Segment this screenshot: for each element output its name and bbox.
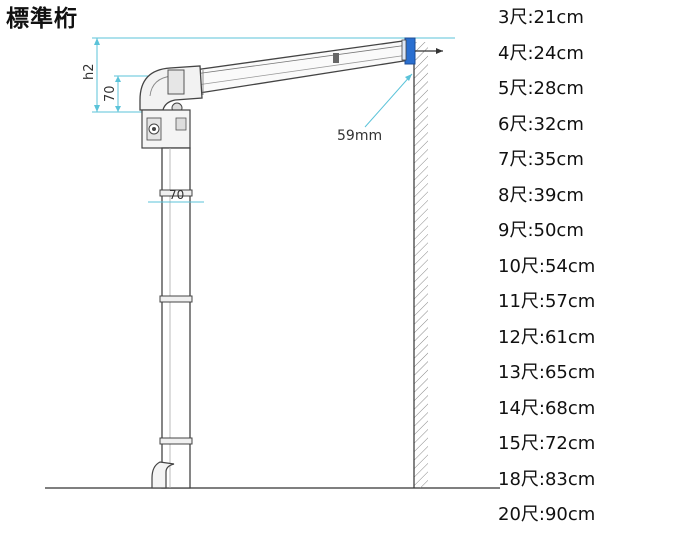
size-value: 54cm: [544, 255, 596, 277]
size-row: 18尺:83cm: [498, 467, 595, 503]
size-row: 8尺:39cm: [498, 183, 595, 219]
size-label: 3尺: [498, 7, 528, 28]
offset-59-dimension: [364, 73, 413, 128]
size-label: 5尺: [498, 78, 528, 99]
page-title: 標準桁: [6, 6, 78, 32]
size-label: 11尺: [498, 291, 539, 312]
size-value: 68cm: [544, 397, 596, 419]
separator: :: [527, 220, 534, 241]
size-label: 9尺: [498, 220, 528, 241]
size-label: 7尺: [498, 149, 528, 170]
size-value: 24cm: [533, 42, 584, 64]
separator: :: [538, 255, 545, 277]
size-value: 21cm: [533, 7, 584, 28]
size-label: 10尺: [498, 255, 539, 277]
size-value: 72cm: [544, 433, 596, 454]
size-row: 13尺:65cm: [498, 360, 595, 396]
size-value: 32cm: [533, 113, 584, 135]
pipe-width-label: 70: [169, 188, 184, 202]
size-value: 83cm: [544, 468, 596, 490]
size-row: 15尺:72cm: [498, 431, 595, 467]
size-row: 12尺:61cm: [498, 325, 595, 361]
h2-label: h2: [82, 63, 97, 80]
size-label: 14尺: [498, 397, 539, 419]
separator: :: [527, 149, 534, 170]
size-row: 10尺:54cm: [498, 254, 595, 290]
size-row: 20尺:90cm: [498, 502, 595, 538]
size-label: 13尺: [498, 362, 539, 383]
size-value: 90cm: [544, 504, 596, 525]
size-value: 65cm: [544, 362, 596, 383]
size-value: 61cm: [544, 326, 596, 348]
size-row: 4尺:24cm: [498, 41, 595, 77]
size-row: 9尺:50cm: [498, 218, 595, 254]
height-70-dimension: [114, 75, 150, 112]
size-label: 8尺: [498, 184, 528, 206]
size-value: 50cm: [533, 220, 584, 241]
separator: :: [527, 42, 534, 64]
height-70-label: 70: [103, 85, 118, 102]
elbow-joint: [139, 65, 203, 114]
size-row: 11尺:57cm: [498, 289, 595, 325]
separator: :: [538, 468, 545, 490]
downpipe: [151, 147, 193, 489]
separator: :: [527, 184, 534, 206]
wall-bracket: [401, 37, 443, 65]
size-row: 6尺:32cm: [498, 112, 595, 148]
size-value: 35cm: [533, 149, 584, 170]
size-value: 39cm: [533, 184, 584, 206]
size-value: 28cm: [533, 78, 584, 99]
size-row: 5尺:28cm: [498, 76, 595, 112]
size-label: 4尺: [498, 42, 528, 64]
separator: :: [527, 78, 534, 99]
wall: [413, 42, 428, 488]
size-label: 20尺: [498, 504, 539, 525]
post-bracket: [141, 109, 191, 149]
separator: :: [538, 504, 545, 525]
size-row: 7尺:35cm: [498, 147, 595, 183]
separator: :: [527, 113, 534, 135]
size-value: 57cm: [544, 291, 596, 312]
separator: :: [527, 7, 534, 28]
gutter-beam: [179, 39, 411, 97]
separator: :: [538, 397, 545, 419]
separator: :: [538, 326, 545, 348]
size-label: 18尺: [498, 468, 539, 490]
size-row: 3尺:21cm: [498, 5, 595, 41]
separator: :: [538, 291, 545, 312]
size-label: 12尺: [498, 326, 539, 348]
separator: :: [538, 362, 545, 383]
separator: :: [538, 433, 545, 454]
size-label: 15尺: [498, 433, 539, 454]
size-row: 14尺:68cm: [498, 396, 595, 432]
offset-59-label: 59mm: [337, 128, 382, 144]
size-label: 6尺: [498, 113, 528, 135]
